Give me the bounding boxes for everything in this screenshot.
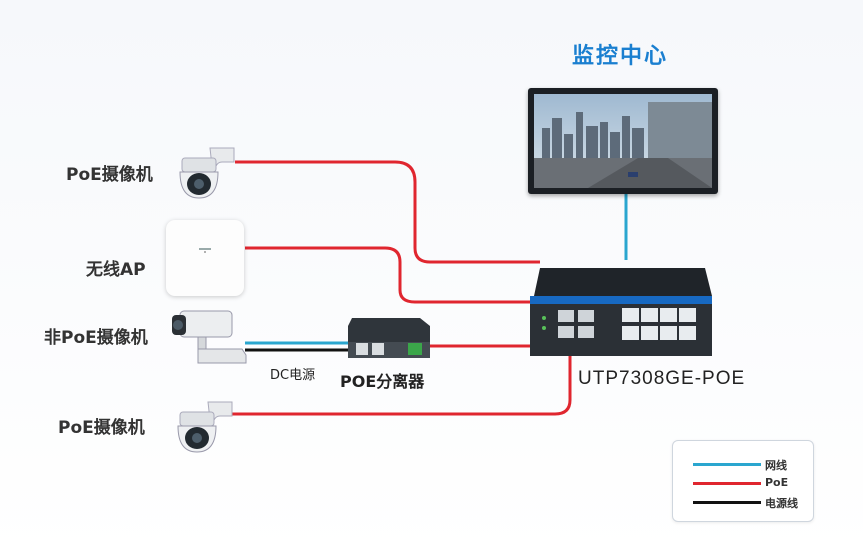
non-poe-camera-label: 非PoE摄像机: [44, 328, 148, 348]
legend-label-power: 电源线: [765, 497, 798, 510]
wireless-ap-icon: [166, 220, 244, 296]
ptz-camera-bottom-icon: [170, 394, 234, 462]
poe-splitter-label: POE分离器: [340, 372, 425, 391]
bullet-camera-icon: [168, 303, 250, 371]
legend-item-power: 电源线: [693, 495, 808, 510]
ptz-camera-top-icon: [172, 140, 236, 208]
legend-label-poe: PoE: [765, 476, 789, 489]
monitor: [528, 88, 718, 194]
legend-swatch-poe: [693, 482, 761, 485]
poe-camera-top-label: PoE摄像机: [66, 165, 153, 185]
poe-cable-camera-bottom: [232, 352, 572, 416]
legend-item-network: 网线: [693, 457, 808, 472]
monitoring-center-title: 监控中心: [572, 44, 669, 69]
city-scene-image: [534, 94, 712, 188]
legend-label-network: 网线: [765, 459, 787, 472]
poe-switch: [530, 258, 712, 356]
wireless-ap-label: 无线AP: [86, 260, 146, 280]
poe-splitter-device: [346, 314, 432, 366]
legend-swatch-power: [693, 501, 761, 504]
poe-cable-ap: [245, 246, 540, 304]
legend-swatch-network: [693, 463, 761, 466]
dc-power-label: DC电源: [270, 368, 316, 383]
poe-camera-bottom-label: PoE摄像机: [58, 418, 145, 438]
switch-model-label: UTP7308GE-POE: [578, 368, 746, 389]
poe-cable-camera-top: [235, 160, 540, 264]
legend: 网线 PoE 电源线: [672, 440, 814, 522]
legend-item-poe: PoE: [693, 476, 808, 490]
